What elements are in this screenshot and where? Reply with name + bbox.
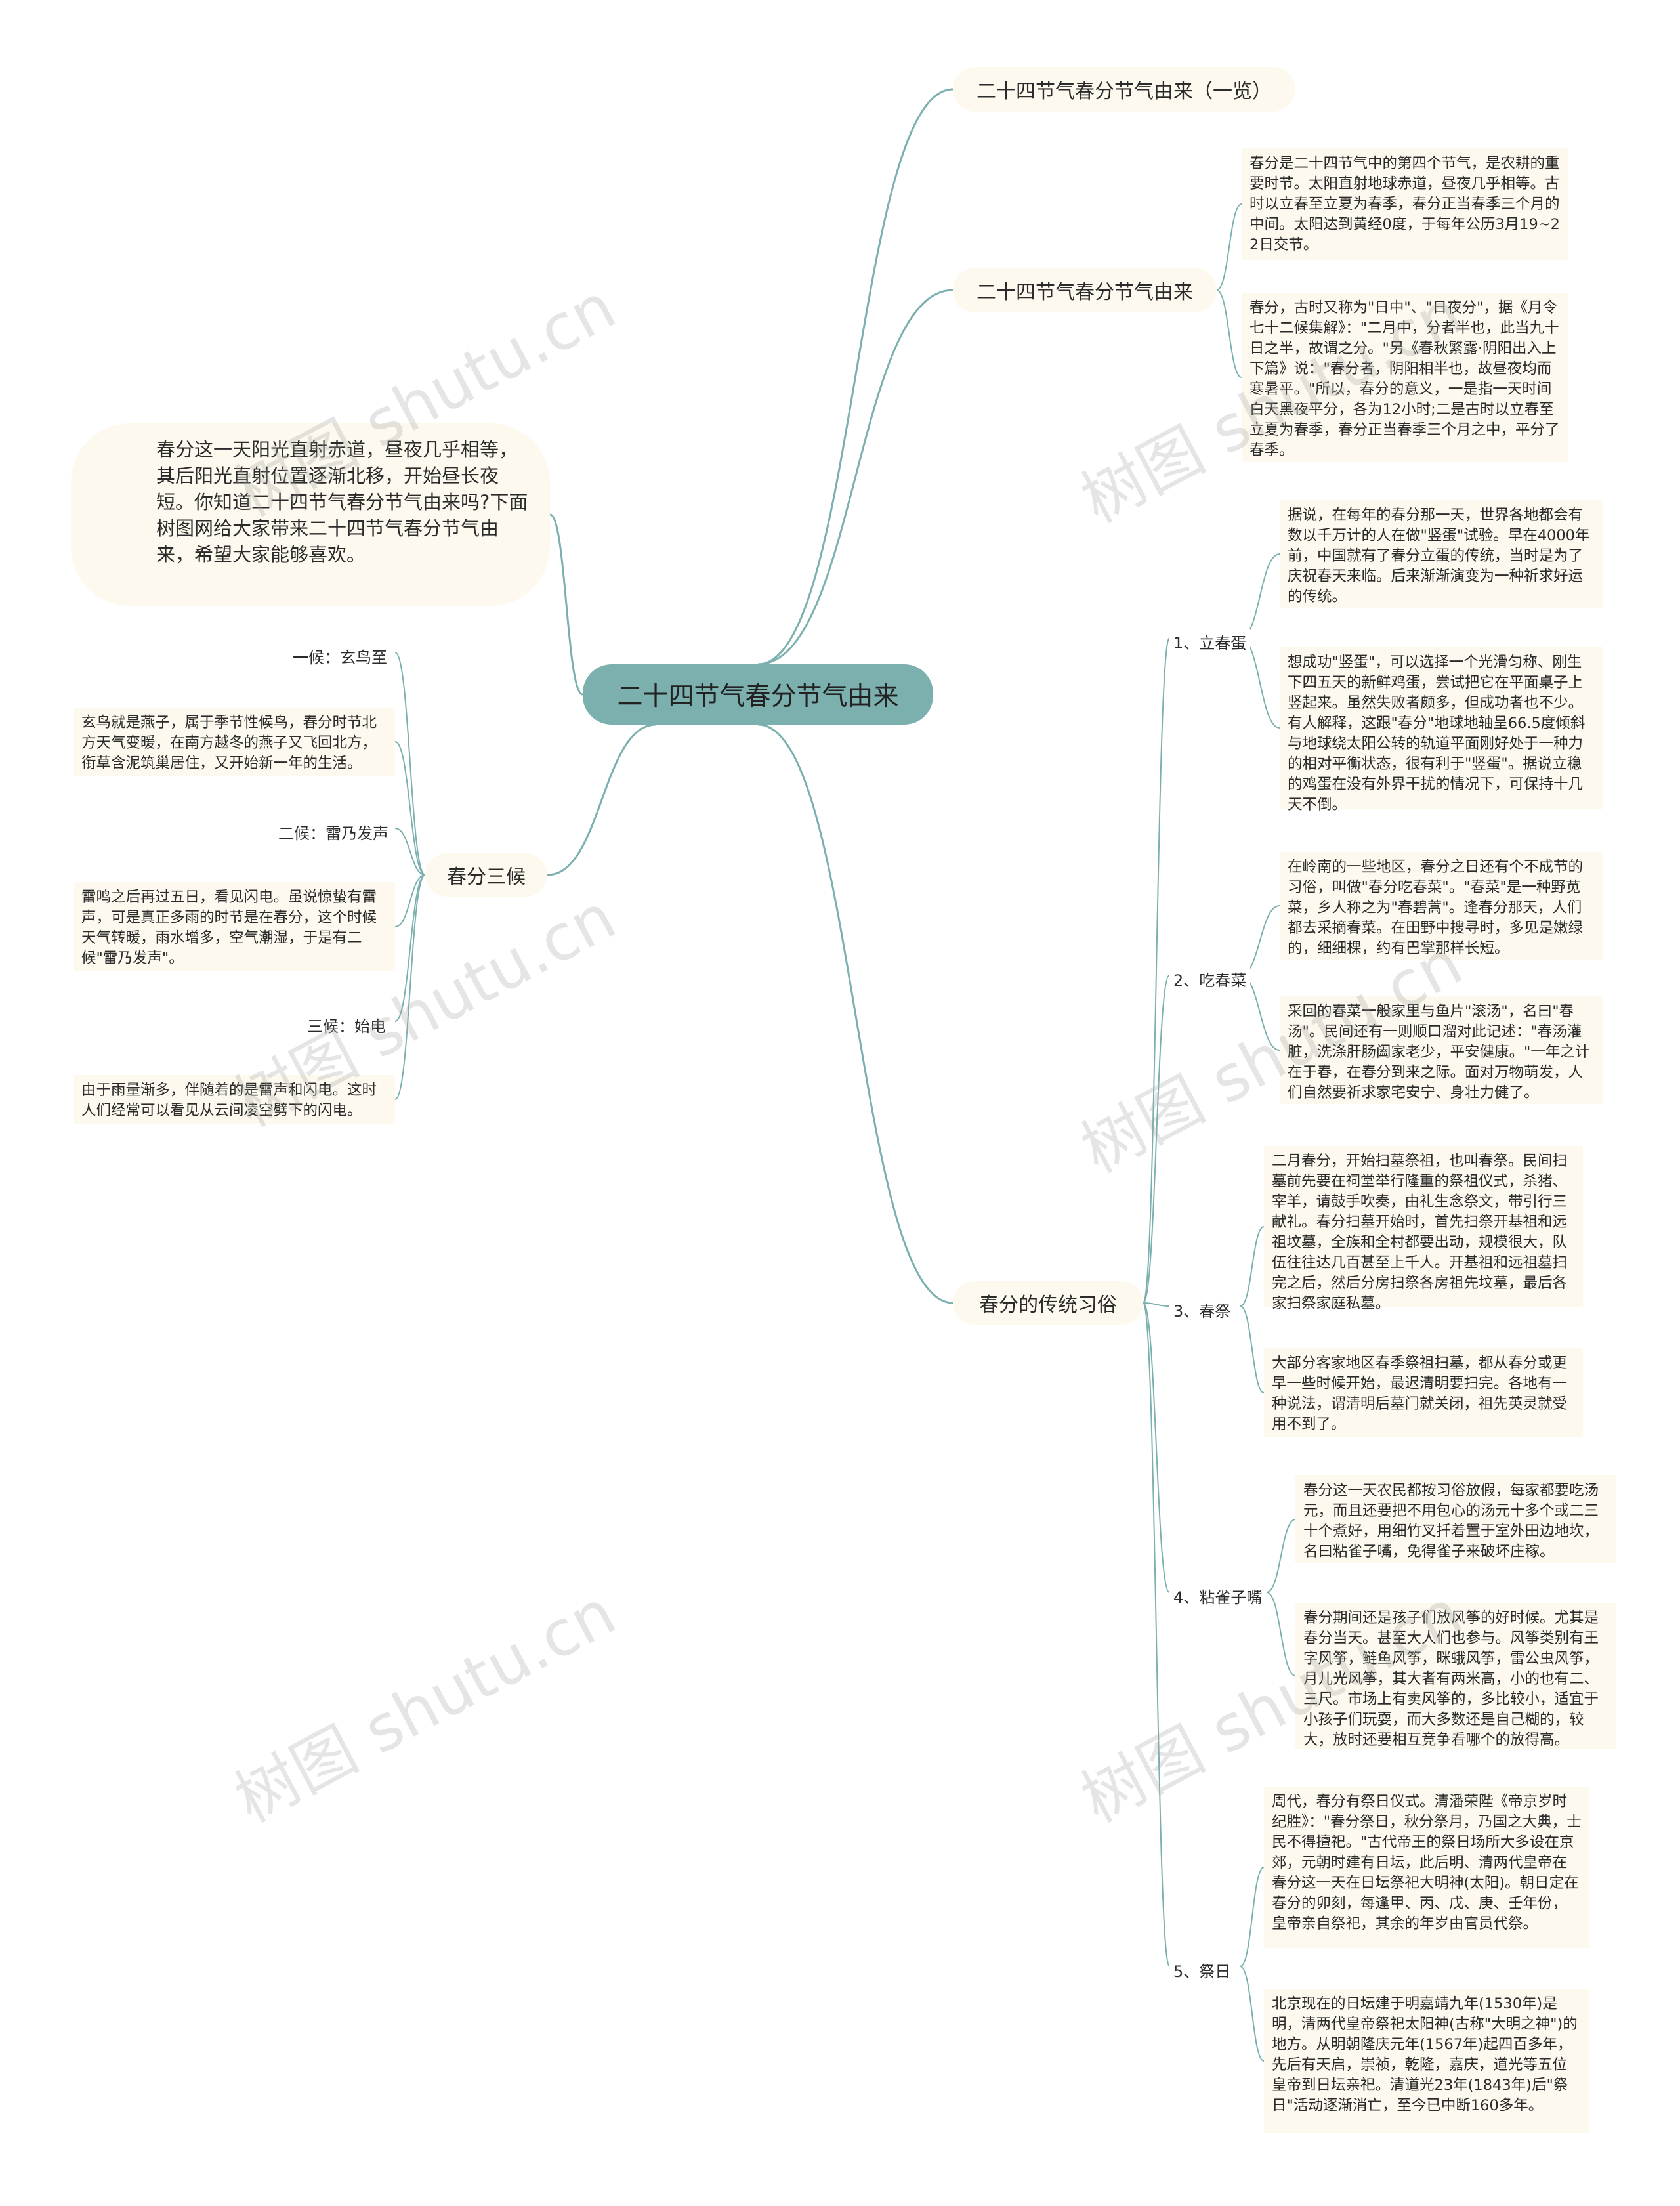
connector-line [1216,289,1242,378]
topic-customs[interactable]: 春分的传统习俗 [953,1281,1143,1325]
custom-3-label[interactable]: 3、春祭 [1169,1297,1235,1323]
custom-1-note-2: 想成功"竖蛋"，可以选择一个光滑匀称、刚生下四五天的新鲜鸡蛋，尝试把它在平面桌子… [1280,647,1603,813]
custom-5-label[interactable]: 5、祭日 [1169,1957,1235,1983]
connector-line [757,723,954,1304]
phase-2-note: 雷鸣之后再过五日，看见闪电。虽说惊蛰有雷声，可是真正多雨的时节是在春分，这个时候… [74,882,395,971]
topic-origin[interactable]: 二十四节气春分节气由来 [953,268,1217,312]
connector-line [1143,637,1170,1304]
connector-line [547,723,657,876]
connector-line [757,88,954,666]
connector-line [1143,1302,1170,1307]
connector-line [1143,975,1170,1304]
topic-three-phases[interactable]: 春分三候 [425,853,547,897]
connector-line [1143,1302,1170,1593]
phase-3-note: 由于雨量渐多，伴随着的是雷声和闪电。这时人们经常可以看见从云间凌空劈下的闪电。 [74,1075,395,1124]
connector-line [1240,1305,1265,1393]
connector-line [1266,1592,1296,1676]
connector-line [394,874,426,927]
custom-2-label[interactable]: 2、吃春菜 [1169,966,1251,992]
connector-line [1240,1867,1265,1967]
intro-text: 春分这一天阳光直射赤道，昼夜几乎相等，其后阳光直射位置逐渐北移，开始昼长夜短。你… [71,423,550,606]
custom-4-label[interactable]: 4、粘雀子嘴 [1169,1583,1267,1609]
connector-line [757,289,954,666]
topic-list[interactable]: 二十四节气春分节气由来（一览） [953,67,1295,112]
custom-2-note-2: 采回的春菜一般家里与鱼片"滚汤"，名曰"春汤"。民间还有一则顺口溜对此记述："春… [1280,996,1603,1104]
phase-1-label[interactable]: 一候：玄鸟至 [289,643,391,669]
origin-note-2: 春分，古时又称为"日中"、"日夜分"，据《月令七十二候集解》："二月中，分者半也… [1242,293,1568,462]
custom-2-note-1: 在岭南的一些地区，春分之日还有个不成节的习俗，叫做"春分吃春菜"。"春菜"是一种… [1280,852,1603,960]
phase-3-label[interactable]: 三候：始电 [303,1012,390,1038]
connector-line [1240,1966,1265,2062]
connector-line [1266,1519,1296,1593]
connector-line [1143,1302,1170,1967]
connector-line [1240,905,1280,976]
connector-line [549,513,583,696]
root-node[interactable]: 二十四节气春分节气由来 [583,664,933,725]
custom-4-note-2: 春分期间还是孩子们放风筝的好时候。尤其是春分当天。甚至大人们也参与。风筝类别有王… [1295,1603,1616,1749]
connector-line [394,652,426,876]
connector-line [1216,203,1242,291]
connector-line [394,741,426,876]
phase-1-note: 玄鸟就是燕子，属于季节性候鸟，春分时节北方天气变暖，在南方越冬的燕子又飞回北方，… [74,708,395,776]
custom-4-note-1: 春分这一天农民都按习俗放假，每家都要吃汤元，而且还要把不用包心的汤元十多个或二三… [1295,1475,1616,1563]
connector-line [394,874,426,1100]
connector-line [394,828,426,876]
origin-note-1: 春分是二十四节气中的第四个节气，是农耕的重要时节。太阳直射地球赤道，昼夜几乎相等… [1242,148,1568,260]
connector-line [394,874,426,1022]
custom-5-note-1: 周代，春分有祭日仪式。清潘荣陛《帝京岁时纪胜》："春分祭日，秋分祭月，乃国之大典… [1264,1787,1589,1948]
custom-3-note-2: 大部分客家地区春季祭祖扫墓，都从春分或更早一些时候开始，最迟清明要扫完。各地有一… [1264,1348,1583,1437]
connector-line [1240,1226,1265,1307]
custom-1-label[interactable]: 1、立春蛋 [1169,629,1251,654]
connector-line [1240,553,1280,639]
custom-5-note-2: 北京现在的日坛建于明嘉靖九年(1530年)是明，清两代皇帝祭祀太阳神(古称"大明… [1264,1989,1589,2133]
custom-3-note-1: 二月春分，开始扫墓祭祖，也叫春祭。民间扫墓前先要在祠堂举行隆重的祭祖仪式，杀猪、… [1264,1146,1583,1312]
phase-2-label[interactable]: 二候：雷乃发声 [274,819,392,845]
custom-1-note-1: 据说，在每年的春分那一天，世界各地都会有数以千万计的人在做"竖蛋"试验。早在40… [1280,500,1603,608]
